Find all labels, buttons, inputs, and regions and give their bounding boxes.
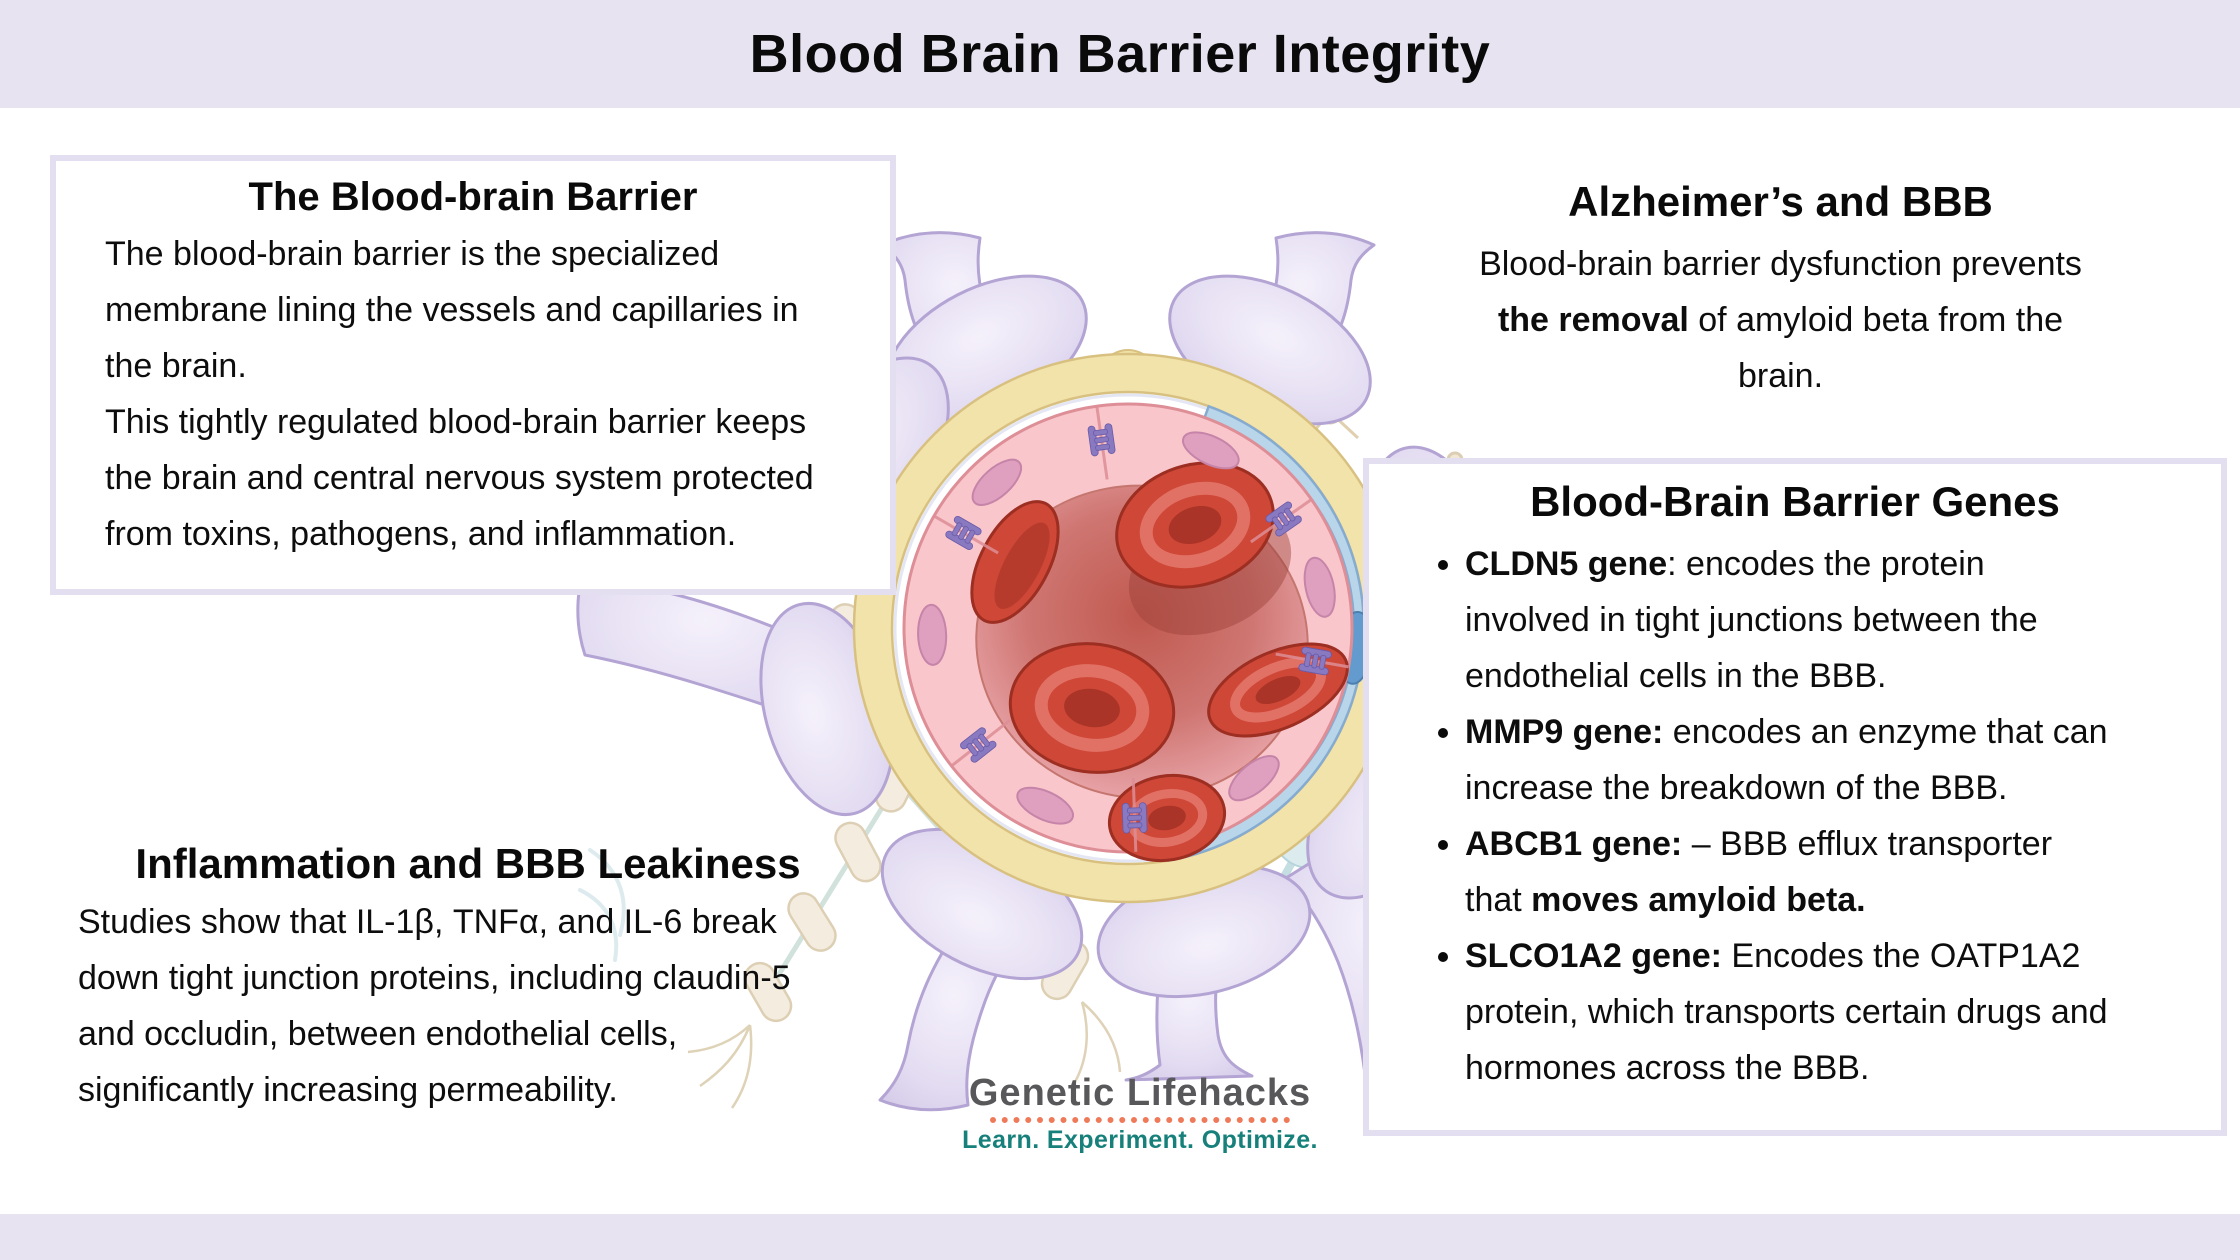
gene-name: CLDN5 gene (1465, 545, 1668, 583)
gene-description: encodes an enzyme that can increase the … (1465, 713, 2108, 807)
red-blood-cell (1008, 642, 1176, 774)
logo-tagline: Learn. Experiment. Optimize. (962, 1126, 1318, 1154)
bbb-info-box: The Blood-brain Barrier The blood-brain … (50, 155, 896, 595)
gene-list-item: ABCB1 gene: – BBB efflux transporter tha… (1465, 816, 2109, 928)
inflammation-section: Inflammation and BBB Leakiness Studies s… (78, 840, 858, 1152)
alzheimers-section: Alzheimer’s and BBB Blood-brain barrier … (1453, 178, 2108, 438)
background-wisps (578, 848, 626, 962)
astrocyte-arm (1124, 946, 1254, 1082)
page-title: Blood Brain Barrier Integrity (749, 24, 1491, 84)
genes-info-box: Blood-Brain Barrier Genes CLDN5 gene: en… (1363, 458, 2227, 1136)
bbb-paragraph-1: The blood-brain barrier is the specializ… (105, 235, 799, 385)
logo-dotted-divider (990, 1115, 1290, 1123)
red-blood-cell (1115, 461, 1275, 589)
alzheimers-body-pre: Blood-brain barrier dysfunction prevents (1479, 245, 2082, 283)
genes-title: Blood-Brain Barrier Genes (1530, 478, 2060, 525)
gene-description: Encodes the OATP1A2 protein, which trans… (1465, 937, 2108, 1087)
gene-description: – BBB efflux transporter that (1465, 825, 2053, 919)
footer-band (0, 1214, 2240, 1260)
bbb-body: The blood-brain barrier is the specializ… (105, 226, 841, 562)
logo-wordmark: Genetic Lifehacks (968, 1072, 1312, 1114)
endothelial-nuclei (917, 431, 1336, 825)
red-blood-cell (1107, 773, 1227, 863)
gene-description: : encodes the protein involved in tight … (1465, 545, 2038, 695)
gene-list-item: MMP9 gene: encodes an enzyme that can in… (1465, 704, 2109, 816)
gene-name: MMP9 gene: (1465, 713, 1664, 751)
endothelial-cell-seams (933, 405, 1349, 852)
red-blood-cells (970, 461, 1349, 863)
bbb-paragraph-2: This tightly regulated blood-brain barri… (105, 403, 814, 553)
bbb-title: The Blood-brain Barrier (248, 175, 698, 219)
gene-list-item: SLCO1A2 gene: Encodes the OATP1A2 protei… (1465, 928, 2109, 1096)
inflammation-body: Studies show that IL-1β, TNFα, and IL-6 … (78, 903, 791, 1109)
alzheimers-body-bold: the removal (1497, 301, 1689, 339)
gene-description-bold: moves amyloid beta. (1531, 881, 1866, 919)
alzheimers-title: Alzheimer’s and BBB (1568, 178, 1993, 225)
gene-name: ABCB1 gene: (1465, 825, 1683, 863)
gene-list: CLDN5 gene: encodes the protein involved… (1369, 536, 2109, 1096)
header-band: Blood Brain Barrier Integrity (0, 0, 2240, 108)
genetic-lifehacks-logo: Genetic Lifehacks Learn. Experiment. Opt… (940, 1072, 1340, 1154)
alzheimers-body: Blood-brain barrier dysfunction prevents… (1453, 236, 2108, 404)
gene-name: SLCO1A2 gene: (1465, 937, 1722, 975)
alzheimers-body-post: of amyloid beta from the brain. (1688, 301, 2064, 395)
inflammation-title: Inflammation and BBB Leakiness (135, 840, 801, 887)
gene-list-item: CLDN5 gene: encodes the protein involved… (1465, 536, 2109, 704)
